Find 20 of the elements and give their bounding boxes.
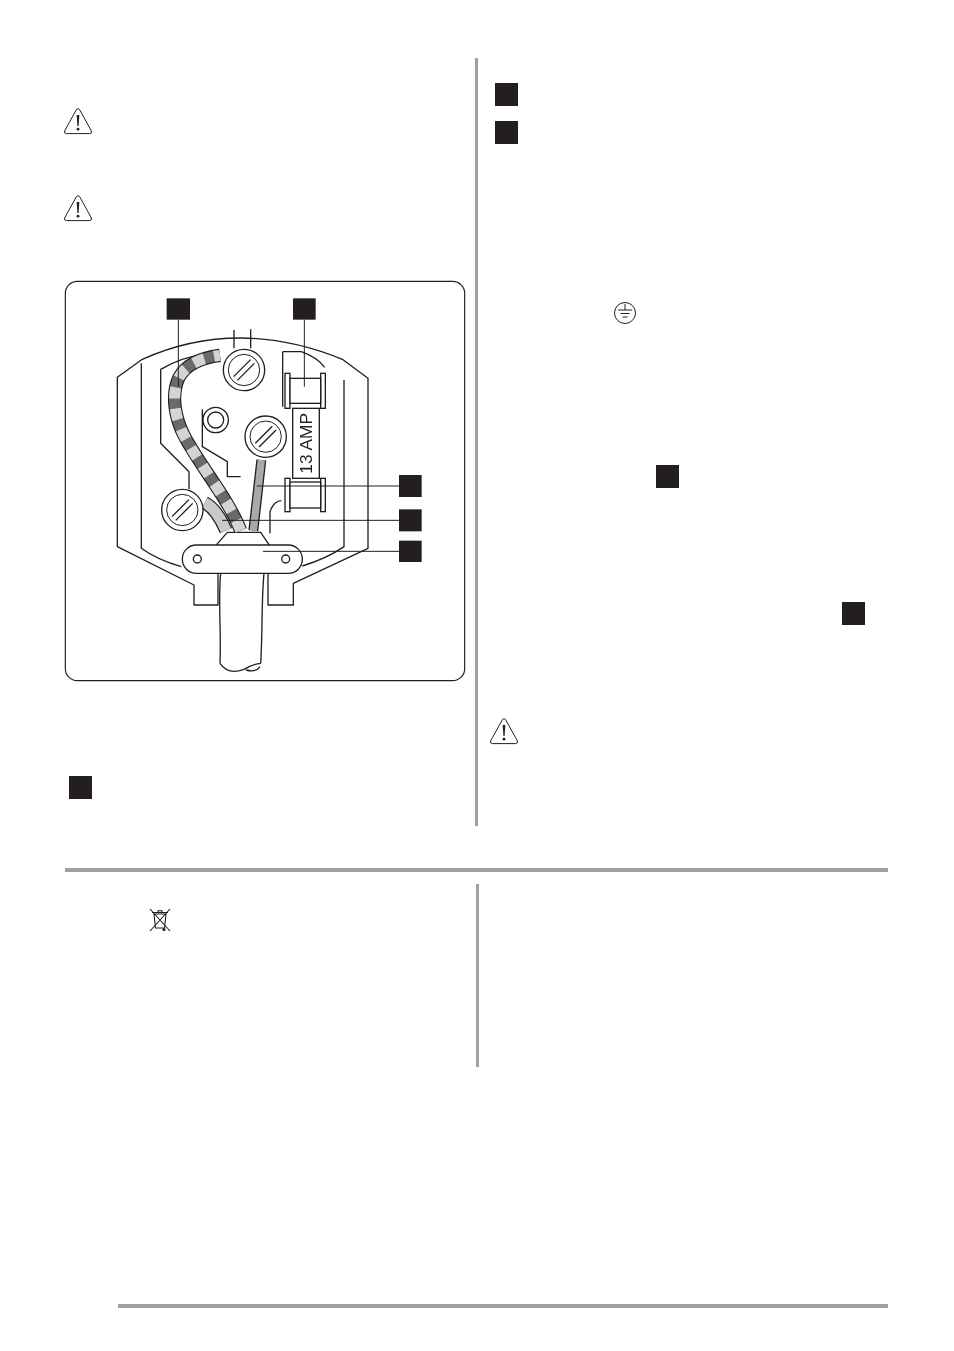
callout-marker xyxy=(166,298,190,320)
callout-marker xyxy=(495,121,518,144)
callout-marker xyxy=(495,83,518,106)
earth-wire xyxy=(167,348,247,534)
neutral-wire xyxy=(201,496,233,534)
fuse-rating: 13 AMP xyxy=(296,413,316,474)
leader-line xyxy=(262,550,400,552)
callout-marker xyxy=(399,509,422,532)
fuse xyxy=(284,372,326,513)
callout-marker xyxy=(69,776,92,799)
callout-marker xyxy=(293,298,316,320)
callout-marker xyxy=(399,475,422,497)
live-wire xyxy=(248,459,267,532)
leader-line xyxy=(221,519,400,521)
leader-line xyxy=(303,319,305,388)
callout-marker xyxy=(842,602,865,625)
callout-marker xyxy=(399,540,422,562)
callout-marker xyxy=(656,465,679,488)
leader-line xyxy=(177,319,179,388)
leader-line xyxy=(256,485,400,487)
